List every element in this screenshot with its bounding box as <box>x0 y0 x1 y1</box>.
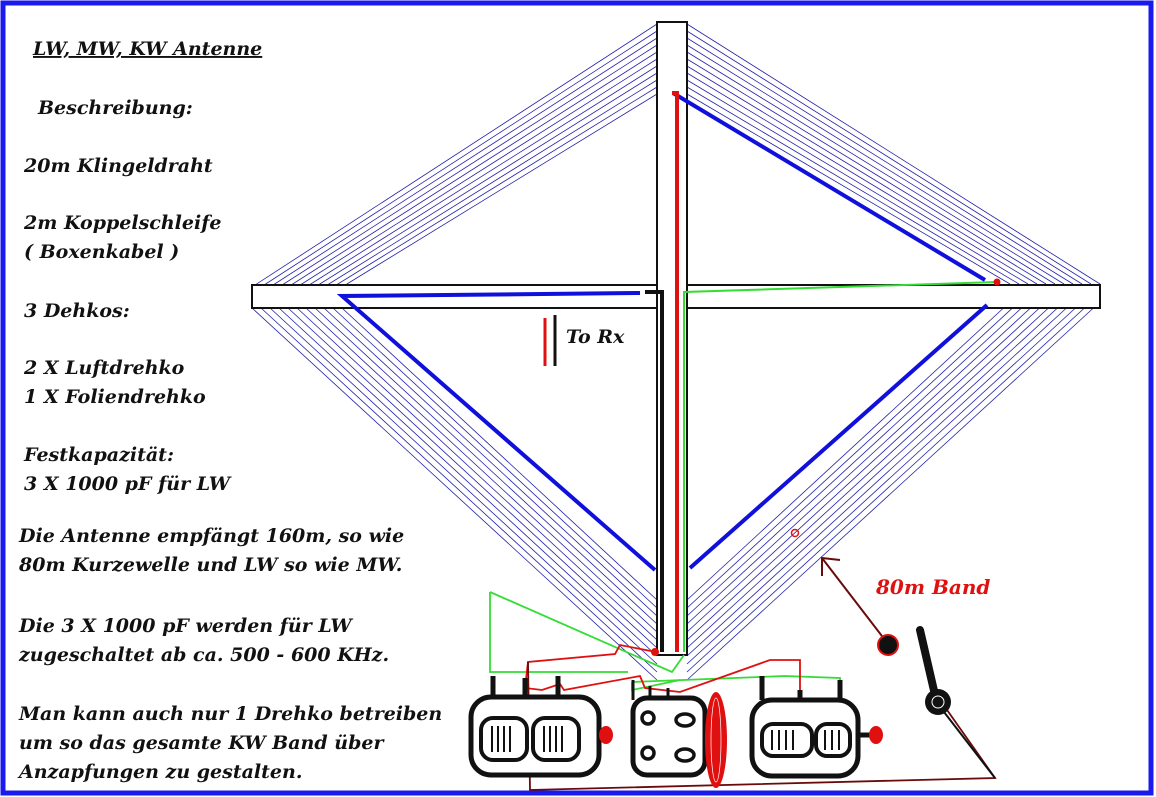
description-line: Anzapfungen zu gestalten. <box>17 761 302 783</box>
description-line: Die Antenne empfängt 160m, so wie <box>18 525 404 547</box>
winding-wire <box>332 86 658 288</box>
description-line: 2m Koppelschleife <box>23 212 221 234</box>
winding-wire <box>269 307 658 665</box>
air-variable-capacitor-left[interactable] <box>468 676 613 778</box>
winding-wire <box>287 51 658 288</box>
winding-wire <box>686 301 1092 673</box>
green-wire <box>683 281 998 652</box>
winding-wire <box>260 30 658 288</box>
band-switch[interactable] <box>821 556 996 779</box>
tuning-knob-icon[interactable] <box>869 726 883 744</box>
description-line: ( Boxenkabel ) <box>24 241 179 263</box>
description-line: Die 3 X 1000 pF werden für LW <box>18 615 353 637</box>
winding-wire <box>323 307 658 617</box>
description-panel: LW, MW, KW Antenne Beschreibung: 20m Kli… <box>17 38 442 783</box>
winding-wire <box>686 44 1074 285</box>
tuning-knob-icon[interactable] <box>599 726 613 744</box>
description-line: 3 X 1000 pF für LW <box>24 473 232 495</box>
junction-dot <box>993 278 1001 286</box>
description-line: 20m Klingeldraht <box>23 155 213 177</box>
winding-wire <box>305 307 658 633</box>
winding-wire <box>251 23 658 288</box>
to-rx-label: To Rx <box>566 326 625 348</box>
switch-pivot-icon <box>925 689 951 715</box>
feed-junction <box>651 648 659 656</box>
winding-wire <box>278 307 658 657</box>
winding-wire <box>686 301 1047 633</box>
description-line: um so das gesamte KW Band über <box>19 732 385 754</box>
winding-wire <box>686 301 1065 649</box>
winding-wire <box>296 58 658 288</box>
winding-wire <box>686 301 1101 681</box>
winding-wire <box>269 37 658 288</box>
winding-wire <box>686 58 1056 285</box>
tuning-disc-icon[interactable] <box>705 692 727 788</box>
winding-wire <box>332 307 658 609</box>
winding-wire <box>686 301 1020 609</box>
winding-wire <box>314 307 658 625</box>
winding-wire <box>686 23 1101 285</box>
winding-wire <box>686 79 1029 285</box>
air-variable-capacitor-right[interactable] <box>749 676 883 779</box>
winding-wire <box>686 65 1047 285</box>
foil-variable-capacitor[interactable] <box>630 680 727 788</box>
band-80m-label: 80m Band <box>875 575 990 599</box>
description-line: Beschreibung: <box>37 97 193 119</box>
black-feed-wire <box>645 290 664 652</box>
winding-wire <box>686 86 1020 285</box>
description-line: Festkapazität: <box>23 444 174 466</box>
winding-wire <box>296 307 658 641</box>
red-feed-wire <box>672 91 679 652</box>
winding-wire <box>323 79 658 288</box>
winding-wire <box>287 307 658 649</box>
arrow-icon <box>821 556 841 576</box>
title: LW, MW, KW Antenne <box>32 38 262 60</box>
winding-wire <box>686 72 1038 285</box>
coupling-loop <box>336 91 989 572</box>
winding-fan <box>251 23 1101 681</box>
winding-wire <box>686 301 1029 617</box>
description-line: 80m Kurzewelle und LW so wie MW. <box>18 554 402 576</box>
winding-wire <box>341 307 658 601</box>
winding-wire <box>251 307 658 681</box>
winding-wire <box>686 93 1011 285</box>
description-line: Man kann auch nur 1 Drehko betreiben <box>18 703 442 725</box>
winding-wire <box>305 65 658 288</box>
winding-wire <box>686 301 1056 641</box>
winding-wire <box>314 72 658 288</box>
winding-wire <box>341 93 658 288</box>
description-line: 1 X Foliendrehko <box>24 386 206 408</box>
winding-wire <box>686 37 1083 285</box>
description-line: 3 Dehkos: <box>24 300 130 322</box>
winding-wire <box>260 307 658 673</box>
description-line: 2 X Luftdrehko <box>23 357 185 379</box>
description-line: zugeschaltet ab ca. 500 - 600 KHz. <box>18 644 389 666</box>
marker-dot <box>790 528 800 538</box>
switch-contact-icon <box>877 634 899 656</box>
winding-wire <box>278 44 658 288</box>
winding-wire <box>686 51 1065 285</box>
winding-wire <box>686 30 1092 285</box>
winding-wire <box>686 301 1074 657</box>
winding-wire <box>686 301 1011 601</box>
winding-wire <box>686 301 1038 625</box>
winding-wire <box>686 301 1083 665</box>
